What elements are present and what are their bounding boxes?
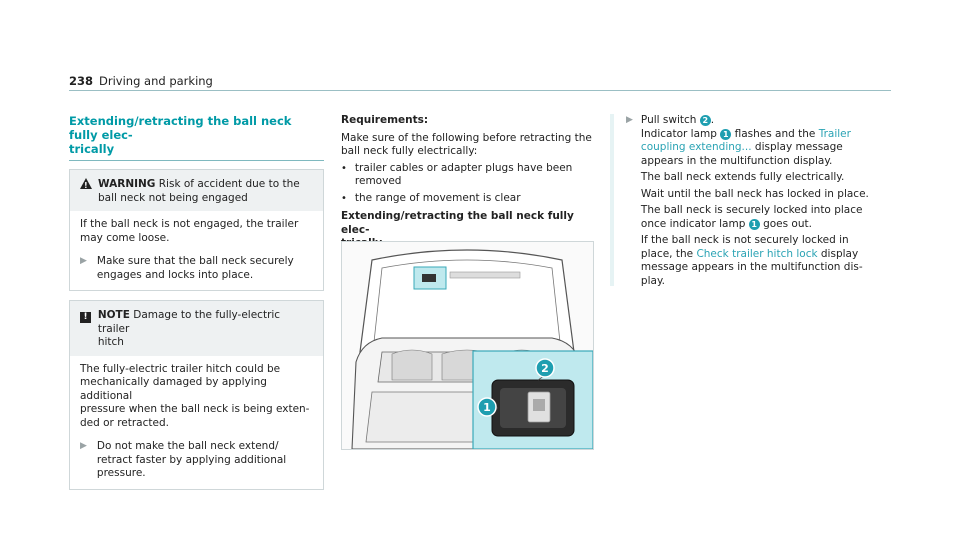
requirements-title: Requirements: bbox=[341, 114, 429, 126]
switch-icon bbox=[422, 274, 436, 282]
step-arrow-icon: ▶ bbox=[80, 441, 87, 451]
warning-box: WARNING Risk of accident due to the ball… bbox=[69, 169, 324, 291]
note-label: NOTE bbox=[97, 309, 130, 321]
callout-2-icon bbox=[535, 358, 555, 378]
step-arrow-icon: ▶ bbox=[626, 115, 633, 125]
note-box: ! NOTE Damage to the fully-electric trai… bbox=[69, 300, 324, 490]
page-header: 238 Driving and parking bbox=[69, 70, 891, 91]
warning-body: If the ball neck is not engaged, the tra… bbox=[70, 211, 323, 290]
lamp-1-icon: 1 bbox=[720, 128, 732, 140]
page-number: 238 bbox=[69, 74, 94, 88]
list-item: • the range of movement is clear bbox=[341, 191, 521, 204]
trunk-illustration: 2 1 bbox=[351, 249, 594, 450]
warning-header: WARNING Risk of accident due to the ball… bbox=[70, 170, 323, 211]
switch-2-icon: 2 bbox=[699, 115, 711, 126]
page-section-title: Driving and parking bbox=[99, 74, 213, 88]
section-heading: Extending/retracting the ball neck fully… bbox=[69, 114, 292, 156]
warning-icon bbox=[80, 178, 92, 193]
requirements-list: • trailer cables or adapter plugs have b… bbox=[341, 162, 596, 206]
list-item: • trailer cables or adapter plugs have b… bbox=[341, 161, 573, 188]
heading-rule bbox=[69, 160, 324, 161]
check-trailer-hitch-message-link: Check trailer hitch lock bbox=[696, 247, 818, 260]
trunk-figure: 2 1 bbox=[341, 241, 594, 450]
step-arrow-icon: ▶ bbox=[80, 256, 87, 266]
trailer-hitch-icon bbox=[533, 399, 545, 411]
right-column: ▶ Pull switch 2. Indicator lamp 1 flashe… bbox=[610, 114, 871, 287]
warning-step: ▶ Make sure that the ball neck securely … bbox=[80, 255, 294, 281]
tailgate-outline bbox=[359, 249, 575, 353]
callout-2-label: 2 bbox=[541, 362, 549, 375]
note-header: ! NOTE Damage to the fully-electric trai… bbox=[70, 301, 323, 356]
callout-1-label: 1 bbox=[483, 401, 491, 414]
lamp-1-icon: 1 bbox=[748, 218, 760, 230]
trailer-coupling-message-link: Trailer bbox=[818, 127, 851, 140]
instruction-step: ▶ Pull switch 2. Indicator lamp 1 flashe… bbox=[626, 114, 869, 287]
warning-label: WARNING bbox=[98, 178, 156, 190]
note-step: ▶ Do not make the ball neck extend/ retr… bbox=[80, 440, 287, 479]
note-body: The fully-electric trailer hitch could b… bbox=[70, 356, 323, 489]
middle-column: Requirements: Make sure of the following… bbox=[341, 114, 596, 251]
note-icon: ! bbox=[80, 312, 91, 323]
callout-1-icon bbox=[477, 397, 497, 417]
left-column: Extending/retracting the ball neck fully… bbox=[69, 114, 324, 490]
